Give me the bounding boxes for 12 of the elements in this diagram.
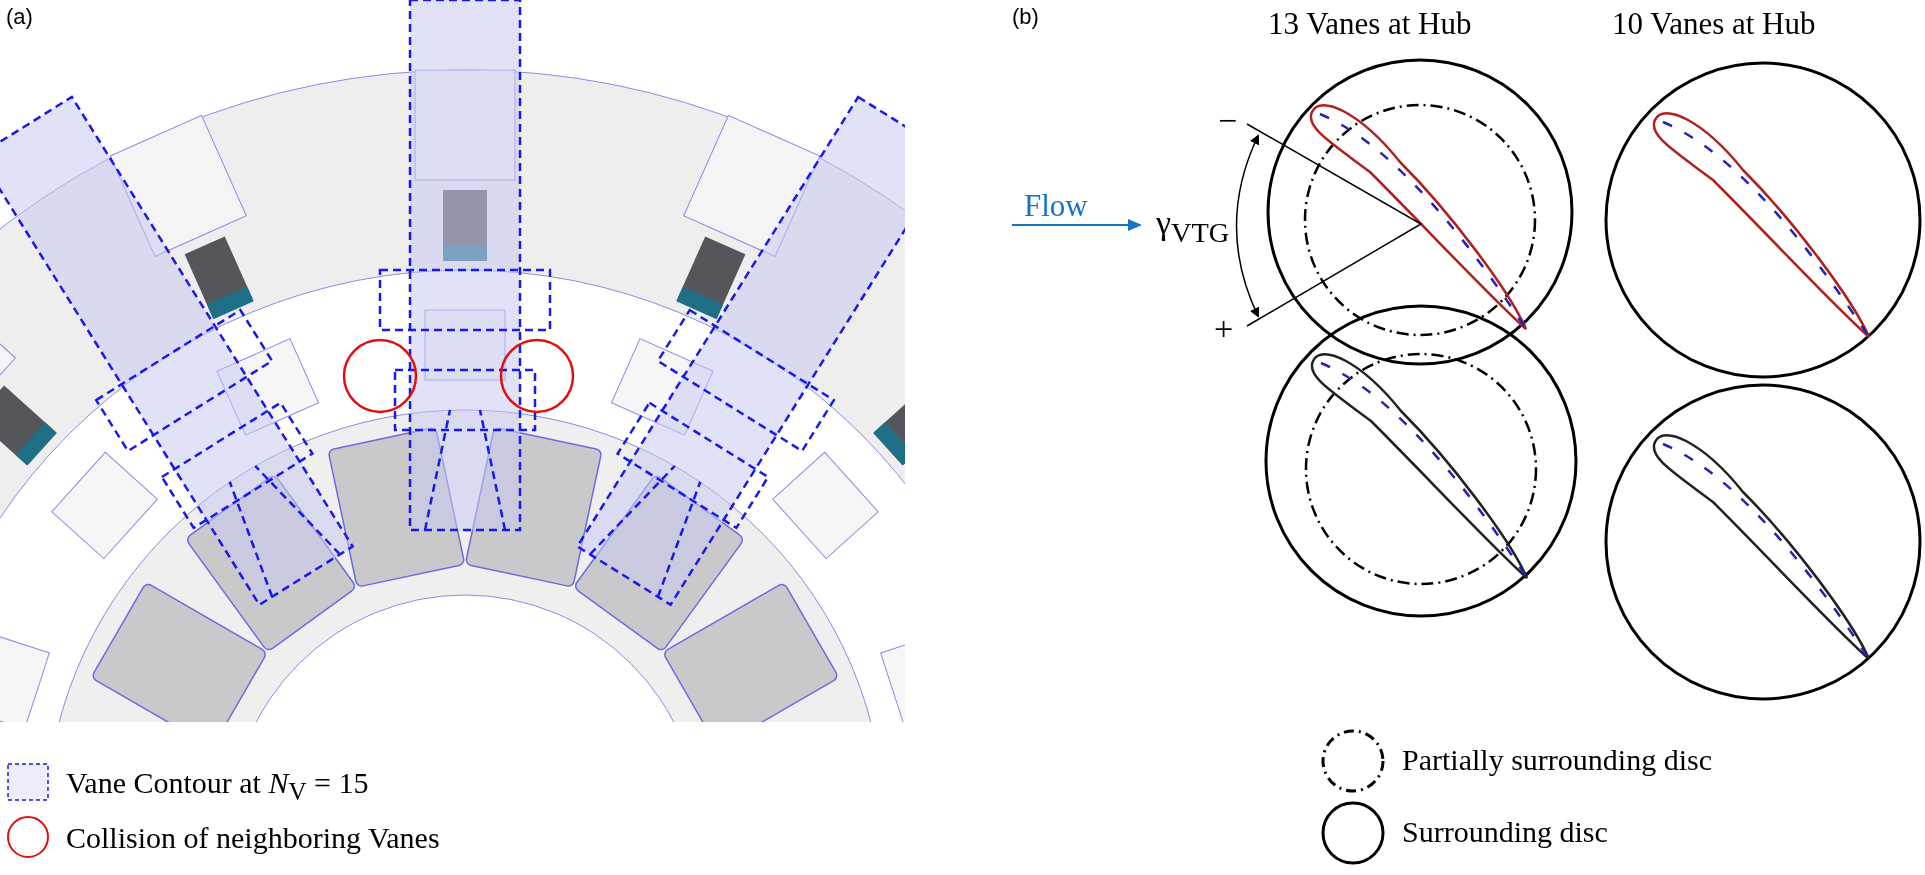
legend-text: Vane Contour at N$_{V}$ = 15 [66, 768, 369, 804]
column-heading: 10 Vanes at Hub [1612, 8, 1816, 39]
sign-label: + [1214, 312, 1234, 346]
legend-text: Collision of neighboring Vanes [66, 823, 440, 853]
legend-text: Surrounding disc [1402, 817, 1608, 847]
flow-label: Flow [1024, 190, 1088, 221]
legend-text: Partially surrounding disc [1402, 745, 1712, 775]
sign-label: − [1218, 104, 1238, 138]
panel-label: (a) [6, 6, 33, 28]
column-heading: 13 Vanes at Hub [1268, 8, 1472, 39]
panel-label: (b) [1012, 6, 1039, 28]
angle-symbol: γ$_{VTG}$ [1156, 206, 1230, 248]
